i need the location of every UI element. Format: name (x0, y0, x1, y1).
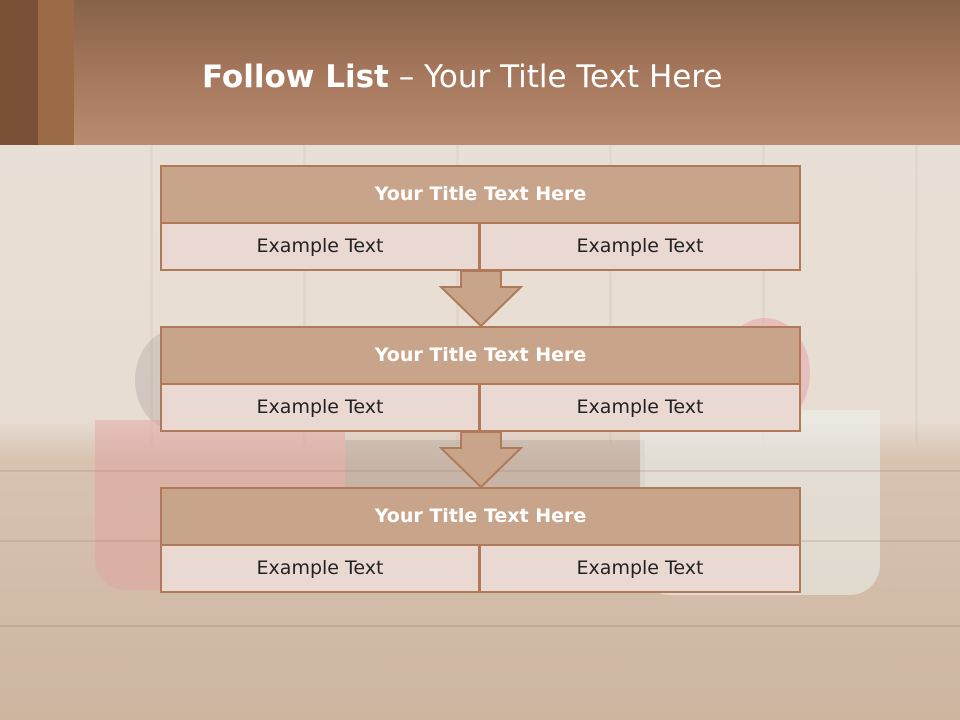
step-cell-right: Example Text (479, 383, 801, 432)
page-title-rest: – Your Title Text Here (398, 59, 723, 95)
step-cell-right: Example Text (479, 544, 801, 593)
accent-stripe (0, 0, 38, 145)
step-cell-left: Example Text (160, 383, 480, 432)
step-cell-left: Example Text (160, 222, 480, 271)
plank-line (0, 625, 960, 627)
accent-stripe (38, 0, 74, 145)
page-title: Follow List – Your Title Text Here (202, 55, 722, 99)
step-cell-right: Example Text (479, 222, 801, 271)
step-cell-left: Example Text (160, 544, 480, 593)
page-title-bold: Follow List (202, 59, 389, 95)
down-arrow-icon (439, 271, 523, 327)
step-title: Your Title Text Here (160, 326, 801, 385)
title-band: Follow List – Your Title Text Here (0, 0, 960, 145)
step-title: Your Title Text Here (160, 487, 801, 546)
step-title: Your Title Text Here (160, 165, 801, 224)
down-arrow-icon (439, 432, 523, 488)
